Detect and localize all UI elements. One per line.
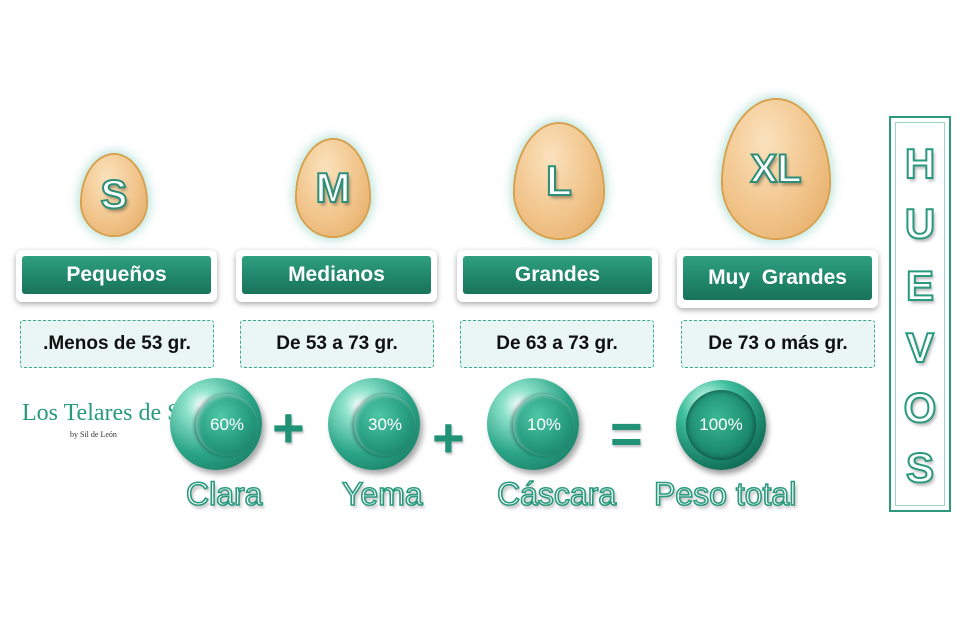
weight-range-pequenos: .Menos de 53 gr. [20, 320, 214, 368]
egg-size-letter: M [315, 163, 352, 212]
coin-yema: 30% [328, 378, 420, 470]
egg-large: L [515, 124, 603, 238]
coin-clara: 60% [170, 378, 262, 470]
category-pequenos-frame: Pequeños [16, 250, 217, 302]
coin-yema-percent: 30% [354, 394, 416, 456]
coin-total-percent: 100% [686, 390, 756, 460]
weight-range-grandes: De 63 a 73 gr. [460, 320, 654, 368]
egg-small: S [82, 155, 146, 235]
title-letter: V [905, 323, 935, 372]
coin-cascara: 10% [487, 378, 579, 470]
brand-logo-text: Los Telares de Sil [22, 400, 194, 426]
weight-range-medianos: De 53 a 73 gr. [240, 320, 434, 368]
category-grandes-label: Grandes [463, 256, 652, 294]
title-letter: H [904, 139, 936, 188]
egg-extra-large: XL [723, 100, 829, 238]
label-peso-total: Peso total [653, 475, 797, 513]
coin-total: 100% [676, 380, 766, 470]
title-letter: S [905, 443, 935, 492]
huevos-title-panel: H U E V O S [889, 116, 951, 512]
title-letter: E [905, 261, 935, 310]
coin-cascara-percent: 10% [513, 394, 575, 456]
coin-clara-percent: 60% [196, 394, 258, 456]
egg-size-letter: S [100, 172, 129, 218]
label-yema: Yema [341, 475, 423, 513]
egg-size-letter: L [545, 156, 573, 205]
equals-sign: = [610, 402, 643, 465]
category-pequenos-label: Pequeños [22, 256, 211, 294]
title-letter: U [904, 199, 936, 248]
category-medianos-frame: Medianos [236, 250, 437, 302]
egg-medium: M [297, 140, 369, 236]
egg-size-letter: XL [749, 146, 802, 192]
huevos-inner-border [895, 122, 945, 506]
category-muy-grandes-frame: Muy Grandes [677, 250, 878, 308]
plus-sign: + [272, 396, 305, 459]
label-clara: Clara [185, 475, 263, 513]
category-medianos-label: Medianos [242, 256, 431, 294]
brand-tagline: by Sil de León [70, 430, 117, 439]
plus-sign: + [432, 406, 465, 469]
label-cascara: Cáscara [496, 475, 617, 513]
weight-range-muy-grandes: De 73 o más gr. [681, 320, 875, 368]
title-letter: O [903, 383, 938, 432]
category-muy-grandes-label: Muy Grandes [683, 256, 872, 300]
category-grandes-frame: Grandes [457, 250, 658, 302]
